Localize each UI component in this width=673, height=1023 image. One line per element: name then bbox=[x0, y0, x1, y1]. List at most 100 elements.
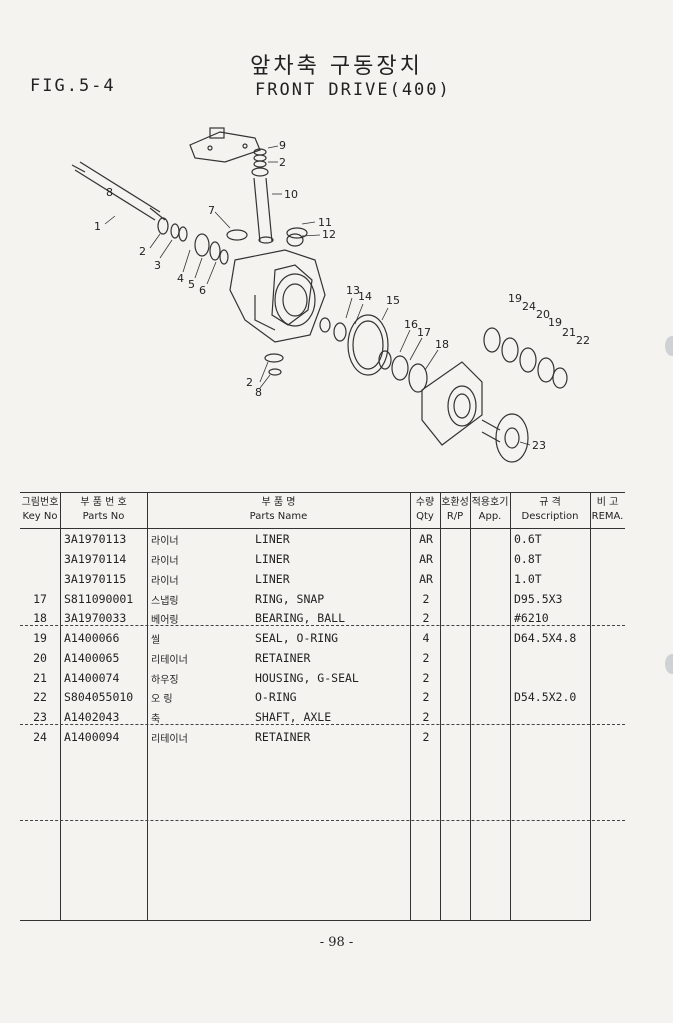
part-name: BEARING, BALL bbox=[255, 611, 346, 625]
quantity: AR bbox=[419, 532, 433, 546]
callout-21: 21 bbox=[562, 326, 576, 339]
part-name: O-RING bbox=[255, 690, 297, 704]
binder-hole bbox=[665, 336, 673, 356]
callout-2-left: 2 bbox=[139, 245, 146, 258]
table-row: 18 3A1970033 베어링 BEARING, BALL 2 #6210 bbox=[20, 611, 625, 630]
callout-16: 16 bbox=[404, 318, 418, 331]
table-row: 24 A1400094 리테이너 RETAINER 2 bbox=[20, 730, 625, 749]
part-name: RETAINER bbox=[255, 730, 311, 744]
part-name-korean: 베어링 bbox=[151, 615, 179, 626]
part-name: LINER bbox=[255, 532, 290, 546]
callout-8-bottom: 8 bbox=[255, 386, 262, 399]
quantity: 2 bbox=[422, 690, 430, 704]
part-name-korean: 하우징 bbox=[151, 675, 179, 686]
key-no: 23 bbox=[33, 710, 47, 724]
quantity: 2 bbox=[422, 710, 430, 724]
description: #6210 bbox=[514, 611, 549, 625]
part-name-korean: 씰 bbox=[151, 635, 161, 646]
key-no: 24 bbox=[33, 730, 47, 744]
part-name-korean: 라이너 bbox=[151, 536, 179, 547]
callout-7: 7 bbox=[208, 204, 215, 217]
axle-flange-drawing bbox=[481, 413, 529, 463]
page-number: - 98 - bbox=[319, 935, 354, 950]
callout-19-a: 19 bbox=[508, 292, 522, 305]
description: D95.5X3 bbox=[514, 592, 563, 606]
table-row: 22 S804055010 오 링 O-RING 2 D54.5X2.0 bbox=[20, 690, 625, 709]
part-name: HOUSING, G-SEAL bbox=[255, 671, 359, 685]
description: D64.5X4.8 bbox=[514, 631, 577, 645]
part-name-korean: 라이너 bbox=[151, 556, 179, 567]
part-name-korean: 축 bbox=[151, 714, 161, 725]
table-row: 23 A1402043 축 SHAFT, AXLE 2 bbox=[20, 710, 625, 729]
quantity: 2 bbox=[422, 671, 430, 685]
table-row: 3A1970115 라이너 LINER AR 1.0T bbox=[20, 572, 625, 591]
description: 0.8T bbox=[514, 552, 542, 566]
part-name: LINER bbox=[255, 552, 290, 566]
table-row: 20 A1400065 리테이너 RETAINER 2 bbox=[20, 651, 625, 670]
key-no: 17 bbox=[33, 592, 47, 606]
callout-19-b: 19 bbox=[548, 316, 562, 329]
part-name-korean: 오 링 bbox=[151, 694, 173, 705]
part-name: SHAFT, AXLE bbox=[255, 710, 332, 724]
part-no: A1400065 bbox=[64, 651, 120, 665]
callout-4: 4 bbox=[177, 272, 184, 285]
description: 0.6T bbox=[514, 532, 542, 546]
part-name-korean: 리테이너 bbox=[151, 655, 188, 666]
part-no: S811090001 bbox=[64, 592, 134, 606]
part-no: A1400066 bbox=[64, 631, 120, 645]
key-no: 21 bbox=[33, 671, 47, 685]
callout-15: 15 bbox=[386, 294, 400, 307]
callout-10: 10 bbox=[284, 188, 298, 201]
exploded-diagram: 9 2 10 7 11 12 1 8 2 3 4 5 6 13 14 15 16… bbox=[71, 127, 590, 463]
title-english: FRONT DRIVE(400) bbox=[255, 80, 451, 100]
part-name-korean: 라이너 bbox=[151, 576, 179, 587]
callout-18: 18 bbox=[435, 338, 449, 351]
callout-5: 5 bbox=[188, 278, 195, 291]
part-name: LINER bbox=[255, 572, 290, 586]
key-no: 19 bbox=[33, 631, 47, 645]
callout-23: 23 bbox=[532, 439, 546, 452]
part-name: RING, SNAP bbox=[255, 592, 325, 606]
part-no: 3A1970115 bbox=[64, 572, 127, 586]
part-no: S804055010 bbox=[64, 690, 134, 704]
quantity: 4 bbox=[422, 631, 430, 645]
axle-shaft-drawing bbox=[71, 161, 166, 221]
top-cap-drawing bbox=[189, 127, 261, 163]
callout-3: 3 bbox=[154, 259, 161, 272]
callout-17: 17 bbox=[417, 326, 431, 339]
description: 1.0T bbox=[514, 572, 542, 586]
key-no: 22 bbox=[33, 690, 47, 704]
figure-label: FIG.5-4 bbox=[30, 76, 116, 96]
callout-8-shaft: 8 bbox=[106, 186, 113, 199]
description: D54.5X2.0 bbox=[514, 690, 577, 704]
callout-20: 20 bbox=[536, 308, 550, 321]
title-korean: 앞차축 구동장치 bbox=[250, 54, 423, 79]
callout-9: 9 bbox=[279, 139, 286, 152]
part-no: A1400094 bbox=[64, 730, 120, 744]
callout-14: 14 bbox=[358, 290, 372, 303]
callout-11: 11 bbox=[318, 216, 332, 229]
callout-13: 13 bbox=[346, 284, 360, 297]
key-no: 18 bbox=[33, 611, 47, 625]
callout-2-bottom: 2 bbox=[246, 376, 253, 389]
callout-1: 1 bbox=[94, 220, 101, 233]
outer-housing-drawing bbox=[421, 361, 483, 446]
part-name: RETAINER bbox=[255, 651, 311, 665]
callout-24: 24 bbox=[522, 300, 536, 313]
part-no: 3A1970033 bbox=[64, 611, 127, 625]
part-no: A1400074 bbox=[64, 671, 120, 685]
quantity: AR bbox=[419, 572, 433, 586]
table-row: 17 S811090001 스냅링 RING, SNAP 2 D95.5X3 bbox=[20, 592, 625, 611]
quantity: 2 bbox=[422, 592, 430, 606]
quantity: 2 bbox=[422, 730, 430, 744]
part-name: SEAL, O-RING bbox=[255, 631, 339, 645]
